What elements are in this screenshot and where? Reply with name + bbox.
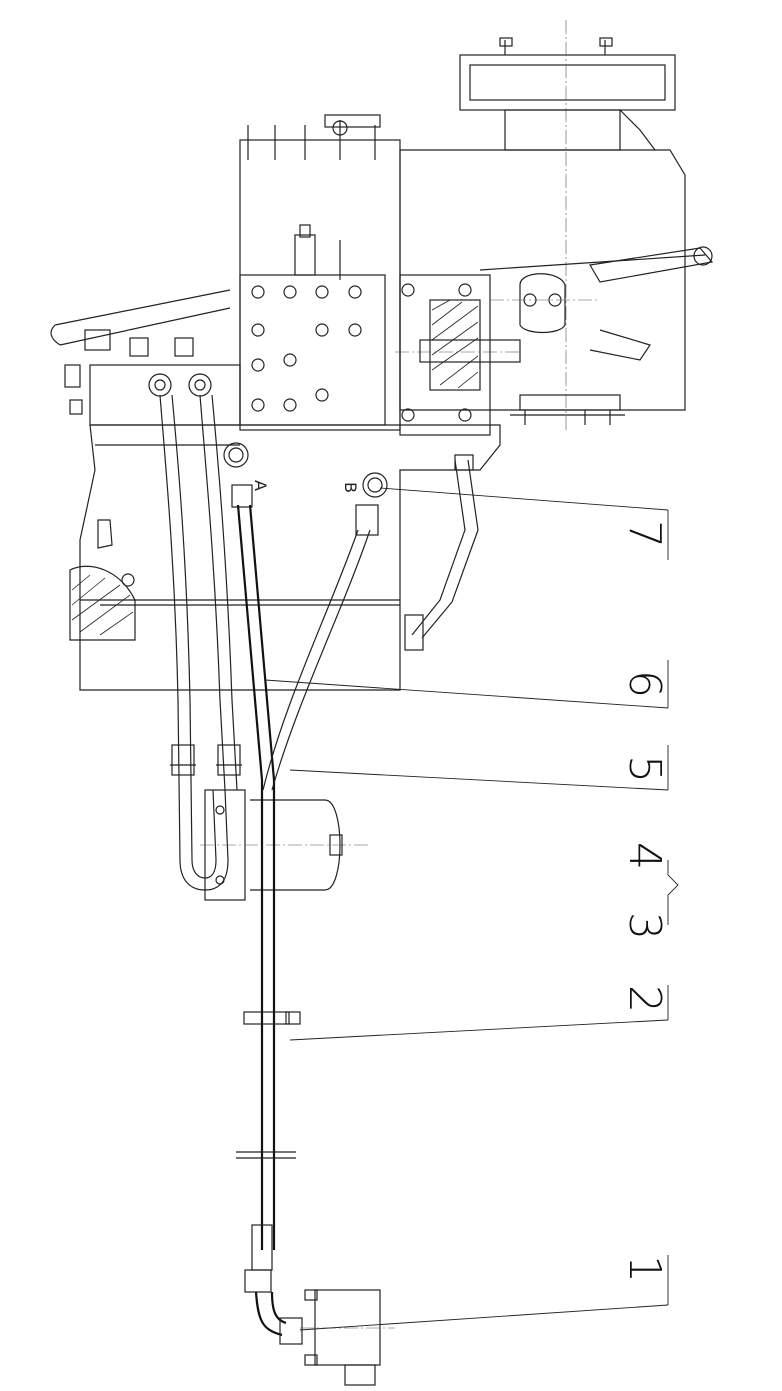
callout-5: 5 — [619, 755, 670, 783]
callout-3: 3 — [619, 912, 670, 940]
leader-lines — [264, 487, 679, 1331]
top-motor-unit — [459, 20, 676, 430]
hose-u-loop — [159, 394, 246, 901]
callout-4: 4 — [619, 842, 670, 870]
bottom-tank — [300, 1289, 395, 1386]
lower-bell-housing: A B — [69, 424, 501, 691]
hose-item-6 — [223, 442, 303, 1345]
callout-2: 2 — [619, 985, 670, 1013]
port-label-a: A — [251, 480, 270, 491]
control-lever — [50, 289, 241, 426]
gearbox-housing — [239, 114, 714, 436]
port-label-b: B — [341, 482, 360, 493]
callout-labels: 7 6 5 4 3 2 1 — [619, 520, 670, 1283]
filter-body — [200, 799, 370, 891]
callout-6: 6 — [619, 670, 670, 698]
hose-item-5 — [262, 472, 388, 791]
callout-7: 7 — [619, 520, 670, 548]
callout-1: 1 — [619, 1255, 670, 1283]
